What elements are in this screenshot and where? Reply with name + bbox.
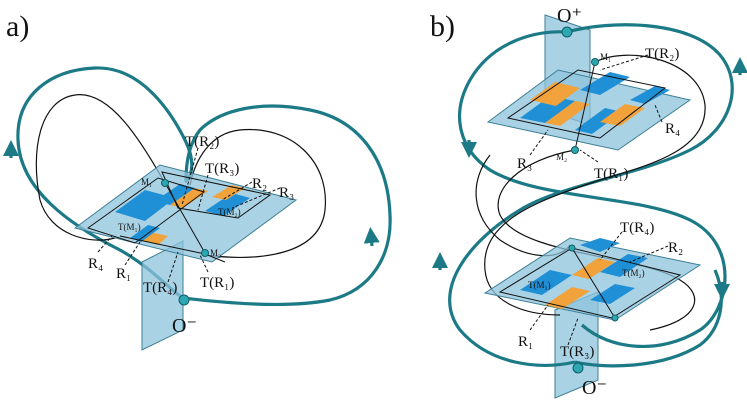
leader-b-r4 bbox=[654, 104, 663, 123]
label-b-tr2: T(R₂) bbox=[645, 46, 679, 62]
label-r1: R₁ bbox=[116, 266, 131, 282]
orbit-upper-loop bbox=[458, 30, 727, 348]
label-m2: M₂ bbox=[210, 248, 221, 258]
trajectory-b-top bbox=[484, 54, 706, 316]
strips-a bbox=[115, 184, 250, 245]
leader-tr3 bbox=[197, 174, 209, 211]
label-o-minus-a: O⁻ bbox=[172, 315, 197, 337]
region-outline-b-bottom bbox=[498, 247, 682, 319]
panel-a-label: a) bbox=[6, 10, 29, 43]
label-b-tr4: T(R₄) bbox=[620, 220, 654, 236]
label-b-m2: M₂ bbox=[556, 152, 567, 162]
trajectory-left bbox=[35, 94, 166, 241]
point-b-lower-b bbox=[611, 314, 619, 322]
point-b-m1 bbox=[591, 58, 599, 66]
label-b-r4: R₄ bbox=[665, 121, 680, 137]
leader-tr4 bbox=[167, 251, 179, 283]
label-o-plus: O⁺ bbox=[557, 5, 582, 27]
label-r4: R₄ bbox=[88, 256, 103, 272]
label-o-minus-b: O⁻ bbox=[582, 377, 607, 399]
label-tm1: T(M₁) bbox=[118, 222, 141, 232]
leader-r4 bbox=[97, 235, 113, 253]
label-m1: M₁ bbox=[141, 177, 152, 187]
point-m2 bbox=[201, 249, 209, 257]
region-outline-b-top bbox=[506, 69, 667, 139]
leader-b-r2 bbox=[629, 245, 669, 263]
label-b-tm2: T(M₂) bbox=[622, 268, 645, 278]
label-r3: R₃ bbox=[279, 185, 294, 201]
leader-b-tr4 bbox=[599, 231, 623, 261]
leader-b-tr2 bbox=[599, 54, 649, 71]
trajectory-right bbox=[189, 128, 326, 258]
strips-b-bottom bbox=[520, 238, 648, 309]
leader-r3 bbox=[231, 187, 281, 209]
point-m1 bbox=[161, 179, 169, 187]
label-b-tr1: T(R₁) bbox=[594, 166, 628, 182]
leader-r1 bbox=[124, 241, 141, 266]
leader-b-r1 bbox=[529, 304, 549, 331]
trajectory-b-lower-diag bbox=[571, 247, 616, 319]
label-tr4: T(R₄) bbox=[143, 280, 177, 296]
point-b-m2 bbox=[571, 146, 579, 154]
label-tr2: T(R₂) bbox=[185, 134, 219, 150]
orbit-left-loop bbox=[16, 66, 194, 300]
label-tr3: T(R₃) bbox=[205, 161, 239, 177]
label-b-r3: R₃ bbox=[517, 156, 532, 172]
label-b-m1: M₁ bbox=[600, 52, 611, 62]
cross-section-plane-b-top bbox=[486, 69, 692, 151]
trajectory-m1-m2 bbox=[164, 182, 206, 254]
label-b-tm1: T(M₁) bbox=[528, 280, 551, 290]
trajectory-b-m1-m2 bbox=[574, 61, 596, 151]
label-r2: R₂ bbox=[252, 176, 267, 192]
panel-b: b) bbox=[430, 5, 747, 399]
orbit-right-loop bbox=[182, 104, 392, 306]
saddle-point-o-minus bbox=[178, 294, 190, 306]
saddle-point-o-minus-b bbox=[572, 362, 584, 374]
leader-b-r3 bbox=[529, 129, 549, 156]
region-outline-r4 bbox=[86, 177, 206, 244]
label-b-r2: R₂ bbox=[668, 240, 683, 256]
orbit-arrow-right bbox=[363, 227, 380, 247]
leader-tr1 bbox=[199, 254, 209, 273]
saddle-point-o-plus bbox=[561, 26, 573, 38]
label-tm2: T(M₂) bbox=[218, 207, 241, 217]
label-tr1: T(R₁) bbox=[200, 275, 234, 291]
label-b-r1: R₁ bbox=[518, 334, 533, 350]
panel-a: a) bbox=[3, 10, 392, 351]
leader-r2 bbox=[221, 181, 253, 201]
label-b-tr3: T(R₃) bbox=[560, 344, 594, 360]
point-b-lower-a bbox=[568, 244, 576, 252]
panel-b-label: b) bbox=[430, 10, 455, 43]
leader-b-tr1 bbox=[579, 149, 599, 163]
